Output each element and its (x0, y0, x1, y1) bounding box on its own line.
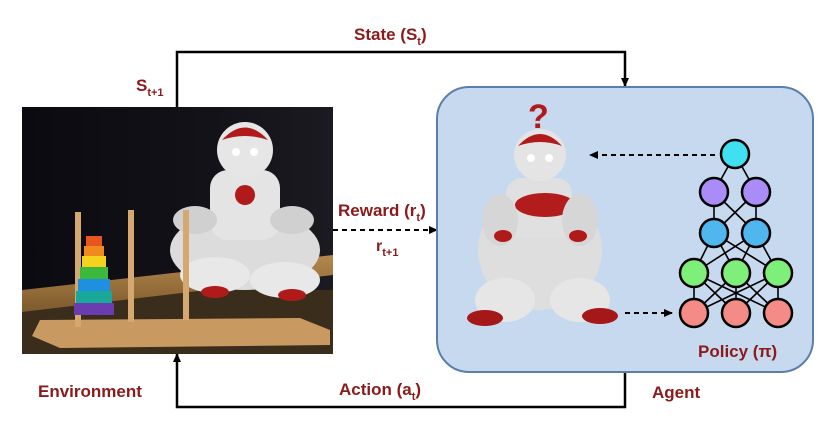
network-node (719, 138, 751, 170)
network-node (762, 257, 794, 289)
environment-image (22, 107, 333, 354)
network-node (698, 217, 730, 249)
network-node (720, 297, 752, 329)
network-node (762, 297, 794, 329)
action-label: Action (at) (339, 380, 422, 403)
network-node (740, 217, 772, 249)
state-label: State (St) (354, 25, 427, 48)
network-node (678, 297, 710, 329)
network-edge (693, 272, 779, 314)
agent-label: Agent (652, 383, 701, 402)
reward-label: Reward (rt) (338, 201, 426, 224)
question-mark-icon: ? (528, 98, 549, 136)
action-arrow (173, 353, 627, 409)
state-arrow (175, 50, 629, 107)
environment-label: Environment (38, 382, 142, 401)
next-reward-label: rt+1 (376, 238, 399, 259)
network-node (678, 257, 710, 289)
policy-network (678, 138, 794, 329)
agent-robot-image (467, 129, 618, 326)
policy-label: Policy (π) (698, 342, 778, 361)
network-node (740, 176, 772, 208)
network-node (698, 176, 730, 208)
network-node (720, 257, 752, 289)
next-state-label: St+1 (136, 76, 164, 99)
